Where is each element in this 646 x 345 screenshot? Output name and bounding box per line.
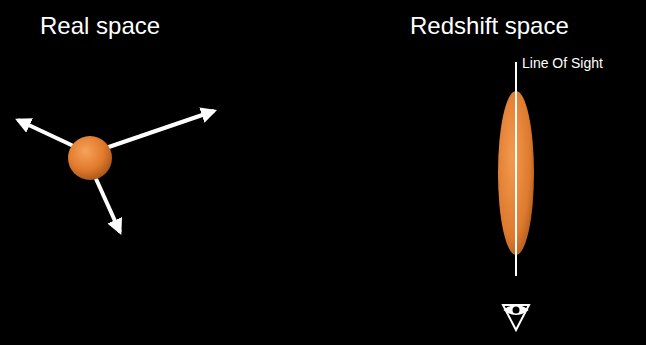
observer-eye (503, 305, 529, 330)
line-of-sight (515, 62, 517, 276)
velocity-arrows (18, 111, 214, 232)
axis-label: Line Of Sight (522, 55, 603, 71)
galaxy-sphere (68, 136, 112, 180)
panel-heading: Real space (40, 12, 160, 40)
panel-heading: Redshift space (410, 12, 569, 40)
